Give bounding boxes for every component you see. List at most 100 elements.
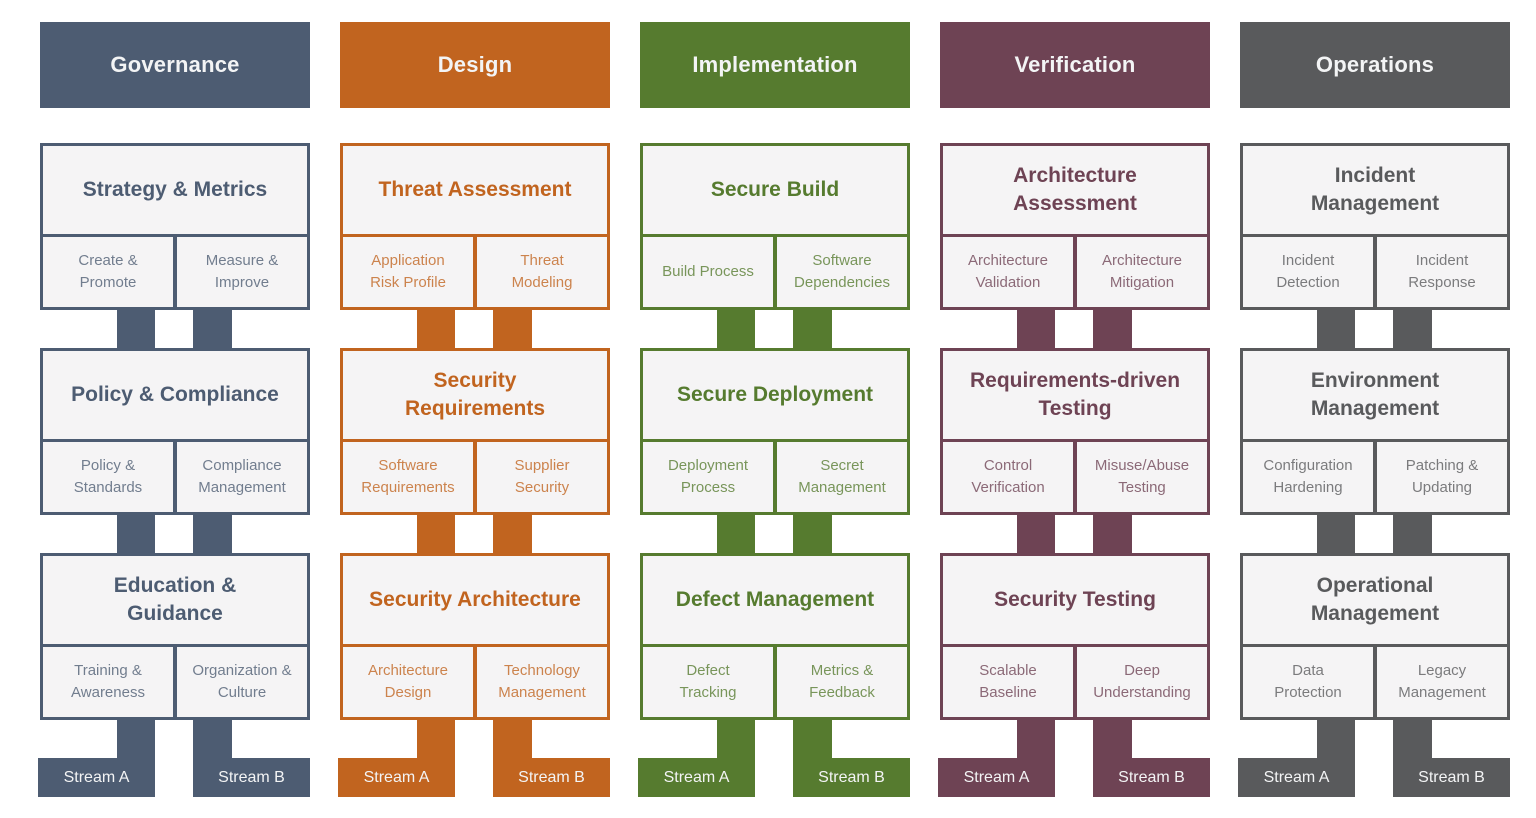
practice-group: Security Requirements Software Requireme… xyxy=(340,348,610,515)
connector-strip-a xyxy=(1017,310,1055,348)
samm-model-diagram: Governance Strategy & Metrics Create & P… xyxy=(38,22,1510,797)
connector-strip-a xyxy=(1317,310,1355,348)
practice-activity-b: Compliance Management xyxy=(174,439,310,515)
practice-title: Requirements-driven Testing xyxy=(940,348,1210,442)
practice-activity-a-label: Software Requirements xyxy=(361,457,455,496)
column-operations: Operations Incident Management Incident … xyxy=(1238,22,1510,797)
stream-b-connector-stub xyxy=(1393,720,1432,758)
practice-activities: Policy & Standards Compliance Management xyxy=(40,439,310,515)
connector-strip-b xyxy=(1093,515,1132,553)
practice-activity-b: Organization & Culture xyxy=(174,644,310,720)
practice-activity-b-label: Supplier Security xyxy=(514,457,570,496)
practice-activity-a-label: Create & Promote xyxy=(78,252,138,291)
practice-group: Environment Management Configuration Har… xyxy=(1240,348,1510,515)
practice-activities: Data Protection Legacy Management xyxy=(1240,644,1510,720)
connector-strip-b xyxy=(1393,515,1432,553)
practice-activity-a-label: Scalable Baseline xyxy=(979,662,1037,701)
practice-activity-a-label: Defect Tracking xyxy=(679,662,737,701)
practice-activity-a: Data Protection xyxy=(1240,644,1376,720)
inter-practice-connector xyxy=(940,515,1210,553)
practice-title: Security Testing xyxy=(940,553,1210,647)
practice-title: Incident Management xyxy=(1240,143,1510,237)
stream-a-connector-stub xyxy=(1017,720,1055,758)
practice-activities: Architecture Validation Architecture Mit… xyxy=(940,234,1210,310)
practice-activity-a-label: Build Process xyxy=(662,263,754,281)
practice-activity-a: Policy & Standards xyxy=(40,439,176,515)
business-function-header: Design xyxy=(340,22,610,108)
practice-activity-b: Software Dependencies xyxy=(774,234,910,310)
practice-activities: Create & Promote Measure & Improve xyxy=(40,234,310,310)
inter-practice-connector xyxy=(40,310,310,348)
inter-practice-connector xyxy=(640,515,910,553)
practice-activity-a: Scalable Baseline xyxy=(940,644,1076,720)
practice-activities: Defect Tracking Metrics & Feedback xyxy=(640,644,910,720)
practice-activity-b: Incident Response xyxy=(1374,234,1510,310)
practice-activity-a-label: Training & Awareness xyxy=(71,662,145,701)
practice-activity-a: Training & Awareness xyxy=(40,644,176,720)
practice-title: Security Requirements xyxy=(340,348,610,442)
stream-a-label: Stream A xyxy=(38,758,155,797)
practice-group: Security Architecture Architecture Desig… xyxy=(340,553,610,720)
practice-activity-b: Patching & Updating xyxy=(1374,439,1510,515)
stream-a-label: Stream A xyxy=(938,758,1055,797)
practice-activities: Scalable Baseline Deep Understanding xyxy=(940,644,1210,720)
practice-activity-b-label: Architecture Mitigation xyxy=(1101,252,1183,291)
practice-group: Incident Management Incident Detection I… xyxy=(1240,143,1510,310)
practice-activities: Software Requirements Supplier Security xyxy=(340,439,610,515)
practice-activity-b-label: Metrics & Feedback xyxy=(809,662,875,701)
inter-practice-connector xyxy=(340,310,610,348)
practice-activity-b: Technology Management xyxy=(474,644,610,720)
practice-activity-a: Configuration Hardening xyxy=(1240,439,1376,515)
practice-activity-a: Defect Tracking xyxy=(640,644,776,720)
practice-activity-a: Architecture Validation xyxy=(940,234,1076,310)
practice-activities: Control Verification Misuse/Abuse Testin… xyxy=(940,439,1210,515)
column-governance: Governance Strategy & Metrics Create & P… xyxy=(38,22,310,797)
stream-a-connector-stub xyxy=(1317,720,1355,758)
practice-activity-a-label: Data Protection xyxy=(1274,662,1342,701)
connector-strip-a xyxy=(1317,515,1355,553)
practice-activity-b-label: Compliance Management xyxy=(198,457,286,496)
practice-activity-a: Deployment Process xyxy=(640,439,776,515)
practice-activity-b-label: Misuse/Abuse Testing xyxy=(1094,457,1190,496)
practice-group: Secure Build Build Process Software Depe… xyxy=(640,143,910,310)
practice-group: Operational Management Data Protection L… xyxy=(1240,553,1510,720)
stream-b-label: Stream B xyxy=(1393,758,1510,797)
practice-activity-b-label: Organization & Culture xyxy=(192,662,292,701)
stream-b-label: Stream B xyxy=(493,758,610,797)
practice-title: Secure Build xyxy=(640,143,910,237)
connector-strip-b xyxy=(193,310,232,348)
practice-title: Strategy & Metrics xyxy=(40,143,310,237)
business-function-header: Governance xyxy=(40,22,310,108)
practice-activity-a: Architecture Design xyxy=(340,644,476,720)
connector-strip-b xyxy=(193,515,232,553)
business-function-header: Verification xyxy=(940,22,1210,108)
practice-activity-b-label: Deep Understanding xyxy=(1093,662,1191,701)
stream-b-connector-stub xyxy=(493,720,532,758)
practice-activities: Configuration Hardening Patching & Updat… xyxy=(1240,439,1510,515)
practice-activity-a: Application Risk Profile xyxy=(340,234,476,310)
practice-activity-a-label: Policy & Standards xyxy=(73,457,143,496)
stream-b-connector-stub xyxy=(1093,720,1132,758)
practice-activity-b: Misuse/Abuse Testing xyxy=(1074,439,1210,515)
stream-a-label: Stream A xyxy=(338,758,455,797)
practice-group: Requirements-driven Testing Control Veri… xyxy=(940,348,1210,515)
column-implementation: Implementation Secure Build Build Proces… xyxy=(638,22,910,797)
practice-activity-a: Create & Promote xyxy=(40,234,176,310)
stream-a-label: Stream A xyxy=(638,758,755,797)
stream-a-connector-stub xyxy=(417,720,455,758)
inter-practice-connector xyxy=(1240,515,1510,553)
stream-footer: Stream A Stream B xyxy=(38,720,310,797)
practice-group: Threat Assessment Application Risk Profi… xyxy=(340,143,610,310)
connector-strip-a xyxy=(117,310,155,348)
connector-strip-b xyxy=(1093,310,1132,348)
inter-practice-connector xyxy=(640,310,910,348)
practice-title: Defect Management xyxy=(640,553,910,647)
stream-a-label: Stream A xyxy=(1238,758,1355,797)
practice-activity-a: Incident Detection xyxy=(1240,234,1376,310)
practice-group: Architecture Assessment Architecture Val… xyxy=(940,143,1210,310)
stream-a-connector-stub xyxy=(117,720,155,758)
connector-strip-b xyxy=(493,310,532,348)
practice-title: Education & Guidance xyxy=(40,553,310,647)
connector-strip-b xyxy=(793,515,832,553)
practice-activities: Incident Detection Incident Response xyxy=(1240,234,1510,310)
